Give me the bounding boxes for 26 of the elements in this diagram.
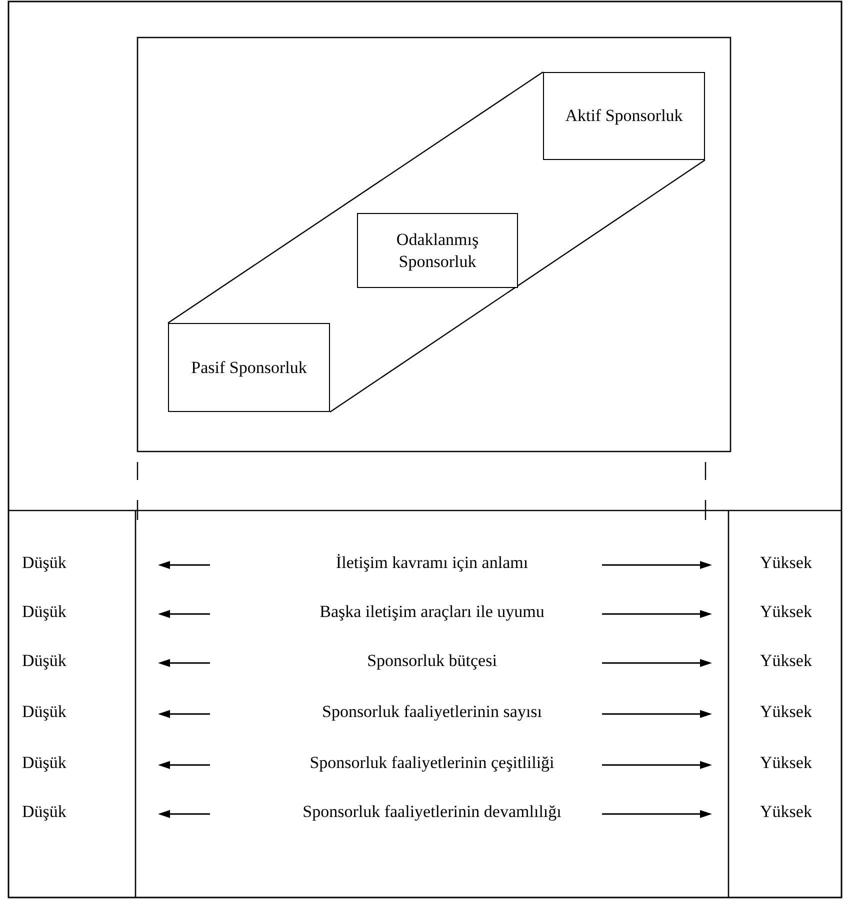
criterion-label: Sponsorluk faaliyetlerinin sayısı xyxy=(322,702,542,722)
scale-high-label: Yüksek xyxy=(760,602,812,622)
band-edge-line xyxy=(330,160,706,412)
sponsorship-type-box xyxy=(357,213,518,288)
scale-low-label: Düşük xyxy=(22,702,66,722)
criterion-label: Sponsorluk bütçesi xyxy=(367,651,497,671)
box-label: Odaklanmış Sponsorluk xyxy=(395,229,480,272)
box-label: Pasif Sponsorluk xyxy=(191,356,307,378)
band-edge-line xyxy=(168,72,544,324)
scale-high-label: Yüksek xyxy=(760,651,812,671)
criterion-label: Başka iletişim araçları ile uyumu xyxy=(320,602,544,622)
scale-high-label: Yüksek xyxy=(760,753,812,773)
criterion-label: Sponsorluk faaliyetlerinin devamlılığı xyxy=(302,802,562,822)
criterion-label: İletişim kavramı için anlamı xyxy=(336,553,528,573)
scale-low-label: Düşük xyxy=(22,802,66,822)
scale-low-label: Düşük xyxy=(22,651,66,671)
box-label: Aktif Sponsorluk xyxy=(565,105,683,127)
sponsorship-type-box xyxy=(543,72,705,160)
sponsorship-type-box xyxy=(168,323,330,412)
scale-high-label: Yüksek xyxy=(760,702,812,722)
criterion-label: Sponsorluk faaliyetlerinin çeşitliliği xyxy=(310,753,554,773)
scale-high-label: Yüksek xyxy=(760,553,812,573)
scale-low-label: Düşük xyxy=(22,753,66,773)
scale-low-label: Düşük xyxy=(22,553,66,573)
scale-low-label: Düşük xyxy=(22,602,66,622)
scale-high-label: Yüksek xyxy=(760,802,812,822)
